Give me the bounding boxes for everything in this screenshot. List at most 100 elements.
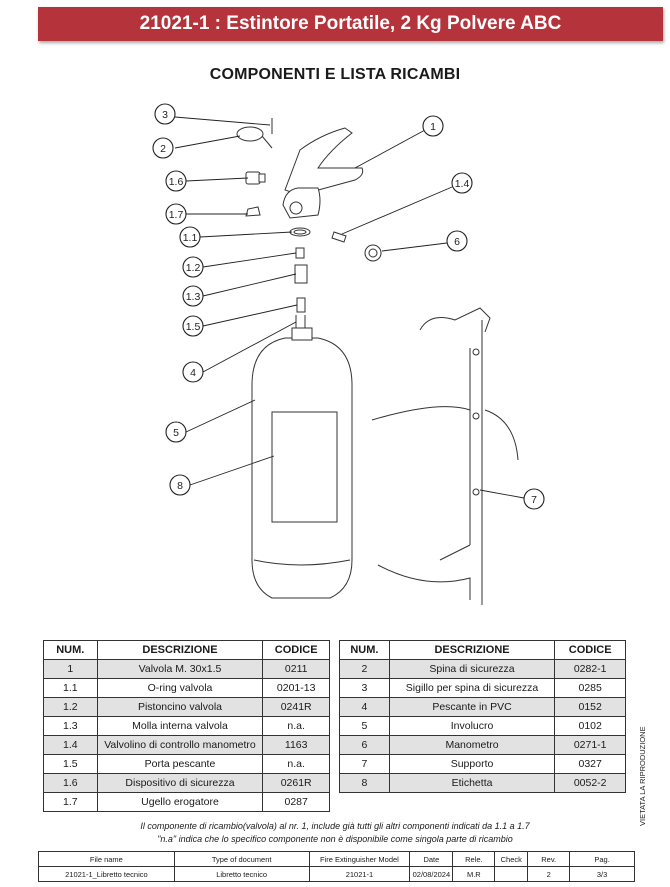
value-page: 3/3	[569, 866, 635, 882]
label-type-of-document: Type of document	[173, 851, 310, 867]
label-check: Check	[494, 851, 529, 867]
callout-1-6-label: 1.6	[169, 176, 184, 188]
header-codice: CODICE	[262, 640, 330, 660]
cell-codice: 0282-1	[554, 659, 626, 679]
value-rele: M.R	[452, 866, 496, 882]
cell-descrizione: Involucro	[388, 716, 556, 736]
callout-1-4: 1.4	[451, 172, 473, 194]
cell-codice: 0152	[554, 697, 626, 717]
callout-1: 1	[422, 115, 444, 137]
cell-num: 6	[339, 735, 390, 755]
cell-descrizione: Pescante in PVC	[388, 697, 556, 717]
callout-5-label: 5	[173, 427, 179, 439]
cell-descrizione: Porta pescante	[96, 754, 264, 774]
callout-3: 3	[154, 103, 176, 125]
cylinder-drawing	[251, 327, 353, 599]
cell-codice: n.a.	[262, 716, 330, 736]
callout-3-label: 3	[162, 109, 168, 121]
cell-descrizione: Spina di sicurezza	[388, 659, 556, 679]
cell-codice: 0211	[262, 659, 330, 679]
cell-num: 2	[339, 659, 390, 679]
table-header-row: NUM. DESCRIZIONE CODICE	[43, 640, 330, 660]
callout-6-label: 6	[454, 236, 460, 248]
label-file-name: File name	[38, 851, 175, 867]
callout-7-label: 7	[531, 494, 537, 506]
cell-descrizione: Valvolino di controllo manometro	[96, 735, 264, 755]
cell-num: 1.5	[43, 754, 98, 774]
footnote-line-2: "n.a" indica che lo specifico componente…	[157, 834, 513, 844]
value-type-of-document: Libretto tecnico	[173, 866, 310, 882]
callout-4: 4	[182, 361, 204, 383]
callout-1-1-label: 1.1	[183, 232, 198, 244]
callout-6: 6	[446, 230, 468, 252]
cell-descrizione: Ugello erogatore	[96, 792, 264, 812]
value-date: 02/08/2024	[409, 866, 454, 882]
cell-descrizione: Valvola M. 30x1.5	[96, 659, 264, 679]
label-rev: Rev.	[527, 851, 571, 867]
cell-descrizione: Molla interna valvola	[96, 716, 264, 736]
header-descrizione: DESCRIZIONE	[388, 640, 556, 660]
callout-2: 2	[152, 137, 174, 159]
callout-1-2: 1.2	[182, 256, 204, 278]
callout-1-5: 1.5	[182, 315, 204, 337]
header-descrizione: DESCRIZIONE	[96, 640, 264, 660]
callout-7: 7	[523, 488, 545, 510]
callout-1-7: 1.7	[165, 203, 187, 225]
cell-descrizione: Sigillo per spina di sicurezza	[388, 678, 556, 698]
label-model: Fire Extinguisher Model	[308, 851, 411, 867]
callout-8-label: 8	[177, 480, 183, 492]
label-date: Date	[409, 851, 454, 867]
exploded-parts-drawing: 1 1.1 1.2 1.3 1.4 1.5 1.6 1.7 2 3 4 5 6 …	[152, 103, 545, 605]
bracket-drawing	[371, 307, 519, 605]
label-page: Pag.	[569, 851, 635, 867]
cell-codice: 0052-2	[554, 773, 626, 793]
cell-num: 1.1	[43, 678, 98, 698]
cell-codice: n.a.	[262, 754, 330, 774]
cell-codice: 0201-13	[262, 678, 330, 698]
cell-num: 7	[339, 754, 390, 774]
header-num: NUM.	[339, 640, 390, 660]
cell-num: 1.4	[43, 735, 98, 755]
cell-num: 5	[339, 716, 390, 736]
cell-num: 1.6	[43, 773, 98, 793]
valve-assembly-drawing	[282, 127, 364, 219]
callout-1-2-label: 1.2	[186, 262, 201, 274]
cell-codice: 0271-1	[554, 735, 626, 755]
callout-1-3: 1.3	[182, 285, 204, 307]
callout-1-5-label: 1.5	[186, 321, 201, 333]
document-title: 21021-1 : Estintore Portatile, 2 Kg Polv…	[139, 13, 562, 34]
safety-pin-drawing	[236, 126, 264, 142]
cell-num: 3	[339, 678, 390, 698]
cell-num: 1.7	[43, 792, 98, 812]
reproduction-notice: VIETATA LA RIPRODUZIONE	[638, 726, 647, 826]
cell-descrizione: Dispositivo di sicurezza	[96, 773, 264, 793]
document-info-values: 21021-1_Libretto tecnico Libretto tecnic…	[38, 866, 635, 882]
cell-codice: 0287	[262, 792, 330, 812]
footnote-line-1: Il componente di ricambio(valvola) al nr…	[140, 821, 530, 831]
callout-1-label: 1	[430, 121, 436, 133]
value-file-name: 21021-1_Libretto tecnico	[38, 866, 175, 882]
table-header-row: NUM. DESCRIZIONE CODICE	[339, 640, 626, 660]
cell-descrizione: Manometro	[388, 735, 556, 755]
header-num: NUM.	[43, 640, 98, 660]
cell-descrizione: Pistoncino valvola	[96, 697, 264, 717]
cell-codice: 0327	[554, 754, 626, 774]
cell-codice: 0285	[554, 678, 626, 698]
cell-num: 1	[43, 659, 98, 679]
cell-codice: 0241R	[262, 697, 330, 717]
header-codice: CODICE	[554, 640, 626, 660]
